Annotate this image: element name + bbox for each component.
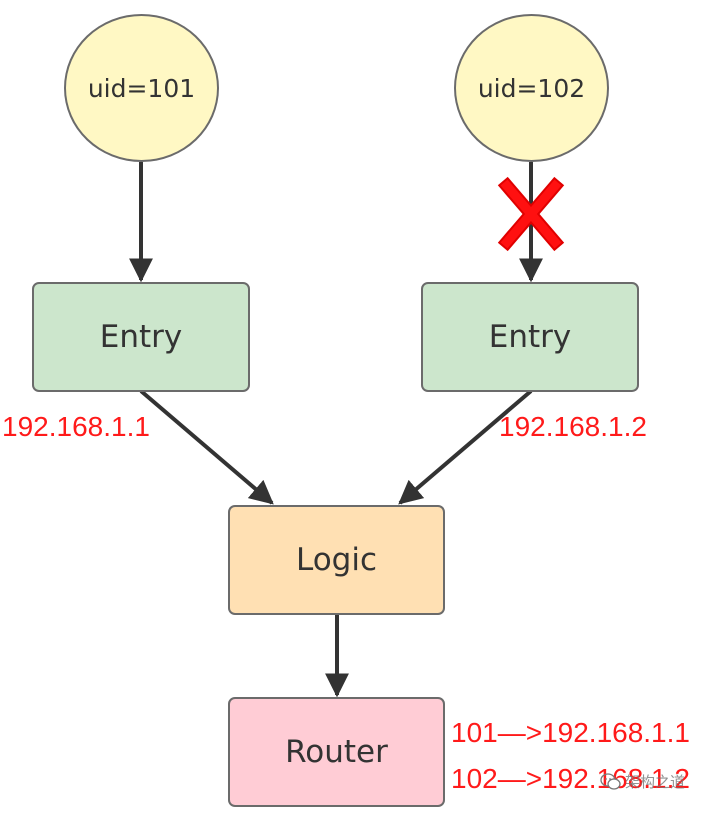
wechat-icon [600, 773, 621, 790]
entry-node-1: Entry [32, 282, 250, 392]
router-mapping-101: 101—>192.168.1.1 [451, 717, 690, 748]
router-mapping-102: 102—>192.168.1.2 [451, 763, 690, 794]
watermark: 架构之道 [600, 773, 685, 791]
logic-node: Logic [228, 505, 445, 615]
entry-node-label: Entry [99, 319, 183, 355]
entry-2-ip-label: 192.168.1.2 [499, 411, 647, 442]
arrow-entry1-to-logic [139, 389, 274, 505]
entry-1-ip-label: 192.168.1.1 [2, 411, 150, 442]
user-node-label: uid=101 [87, 73, 196, 103]
logic-node-label: Logic [295, 542, 378, 578]
router-node: Router [228, 697, 445, 807]
arrow-entry2-to-logic [398, 389, 533, 505]
entry-node-label: Entry [488, 319, 572, 355]
router-node-label: Router [285, 734, 388, 770]
user-node-101: uid=101 [64, 14, 219, 162]
red-x-icon [497, 176, 565, 252]
user-node-102: uid=102 [454, 14, 609, 162]
entry-node-2: Entry [421, 282, 639, 392]
user-node-label: uid=102 [477, 73, 586, 103]
watermark-text: 架构之道 [625, 772, 686, 791]
